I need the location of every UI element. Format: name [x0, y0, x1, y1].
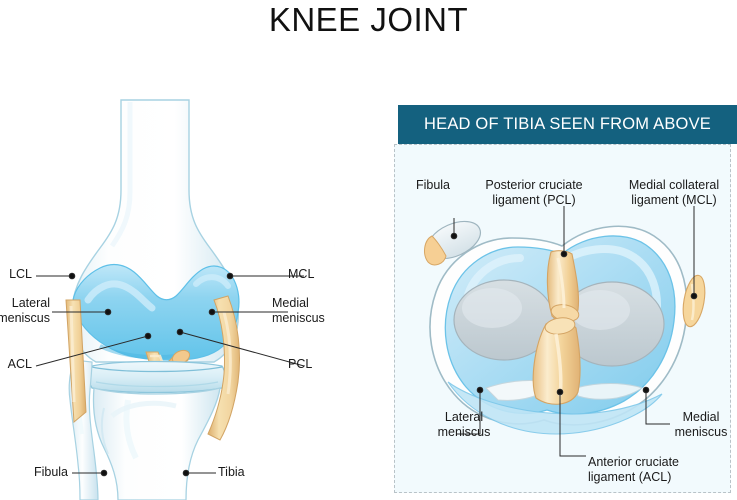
tibia-superior-figure	[394, 144, 733, 495]
pcl-ligament-superior	[546, 250, 580, 322]
anterior-meniscal-band	[447, 381, 663, 435]
anterior-knee-figure	[0, 60, 340, 500]
label-pcl-left: PCL	[288, 357, 313, 371]
label-medial-meniscus-left: Medial meniscus	[272, 296, 325, 325]
label-lcl: LCL	[9, 267, 32, 281]
label-fibula-right: Fibula	[415, 178, 450, 192]
femoral-cartilage	[72, 263, 240, 361]
mcl-ligament-superior	[682, 274, 706, 328]
mcl-ligament	[207, 295, 240, 441]
label-pcl-right: Posterior cruciate ligament (PCL)	[485, 178, 583, 207]
page-title: KNEE JOINT	[268, 1, 469, 38]
panel-banner-title: HEAD OF TIBIA SEEN FROM ABOVE	[398, 105, 737, 144]
tibia-from-above-panel: HEAD OF TIBIA SEEN FROM ABOVE	[394, 105, 737, 495]
label-medial-meniscus-right: Medial meniscus	[674, 410, 728, 439]
label-mcl-left: MCL	[288, 267, 315, 281]
label-tibia-left: Tibia	[218, 465, 245, 479]
label-lateral-meniscus-left: Lateral meniscus	[0, 296, 50, 325]
label-acl-right: Anterior cruciate ligament (ACL)	[588, 455, 680, 484]
fibula-head	[424, 220, 481, 266]
label-mcl-right: Medial collateral ligament (MCL)	[628, 178, 720, 207]
medial-articular-surface	[559, 281, 665, 367]
lcl-ligament	[65, 299, 87, 424]
menisci-plateau	[88, 360, 226, 394]
tibia-bone	[92, 387, 221, 500]
label-lateral-meniscus-right: Lateral meniscus	[437, 410, 491, 439]
lateral-articular-surface	[453, 279, 555, 361]
label-fibula-left: Fibula	[33, 465, 68, 479]
label-acl-left: ACL	[7, 357, 32, 371]
leader-lines-right	[450, 206, 698, 457]
leader-lines-left	[35, 272, 305, 477]
acl-ligament-superior	[532, 317, 581, 405]
